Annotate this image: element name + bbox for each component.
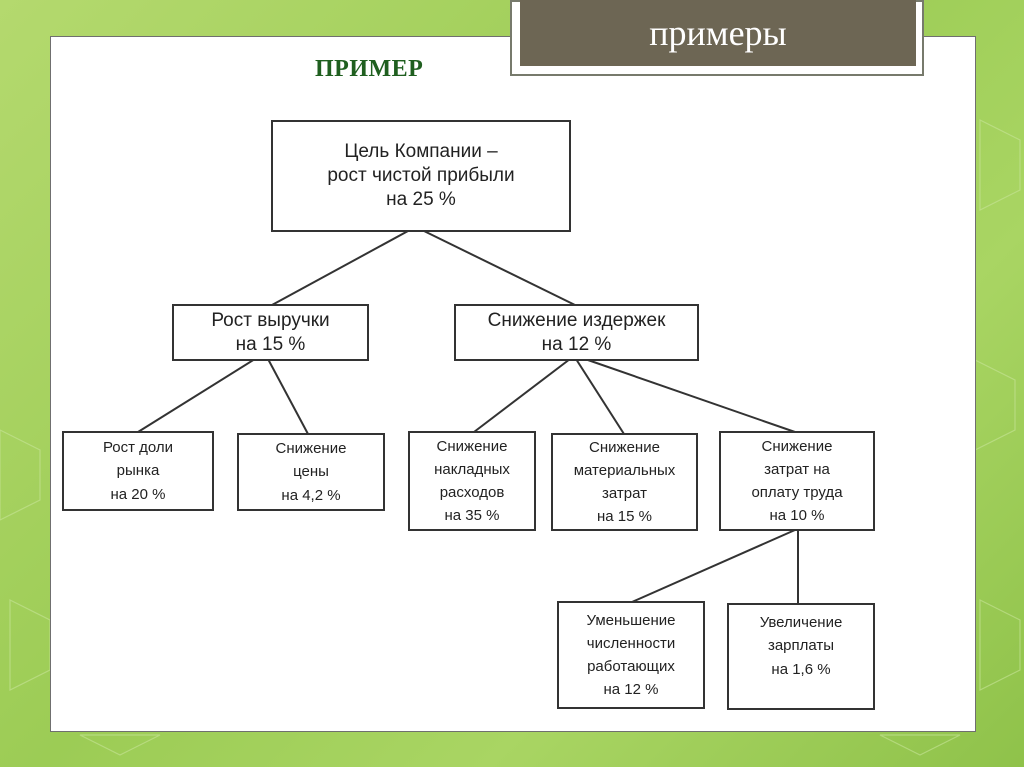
root-goal-line-2: рост чистой прибыли <box>327 165 515 187</box>
headcount-cut-line-4: на 12 % <box>603 681 659 699</box>
material-cost-node: Снижение материальных затрат на 15 % <box>551 433 698 531</box>
connector-costs-material <box>575 358 625 435</box>
root-goal-node: Цель Компании – рост чистой прибыли на 2… <box>271 120 571 232</box>
root-goal-line-3: на 25 % <box>386 188 456 210</box>
material-cost-line-4: на 15 % <box>597 508 652 526</box>
price-cut-line-3: на 4,2 % <box>281 486 341 504</box>
price-cut-node: Снижение цены на 4,2 % <box>237 433 385 511</box>
labor-cost-line-4: на 10 % <box>769 507 825 525</box>
labor-cost-line-2: затрат на <box>764 460 830 478</box>
labor-cost-line-1: Снижение <box>761 437 833 455</box>
headcount-cut-line-1: Уменьшение <box>586 611 676 629</box>
market-share-node: Рост доли рынка на 20 % <box>62 431 214 511</box>
cost-reduction-line-1: Снижение издержек <box>487 309 666 331</box>
salary-increase-line-3: на 1,6 % <box>771 660 831 678</box>
labor-cost-line-3: оплату труда <box>751 484 843 501</box>
connector-labor-headcount <box>631 529 796 603</box>
root-goal-line-1: Цель Компании – <box>344 141 498 163</box>
overhead-cut-line-4: на 35 % <box>444 507 500 525</box>
market-share-line-2: рынка <box>116 462 160 480</box>
connector-root-revenue <box>271 230 409 306</box>
market-share-line-1: Рост доли <box>102 439 174 457</box>
salary-increase-line-2: зарплаты <box>767 637 835 655</box>
headcount-cut-line-3: работающих <box>587 658 675 675</box>
price-cut-line-1: Снижение <box>275 440 347 458</box>
connector-costs-labor <box>584 358 796 433</box>
headcount-cut-line-2: численности <box>586 634 676 652</box>
example-heading: ПРИМЕР <box>315 56 424 82</box>
overhead-cut-node: Снижение накладных расходов на 35 % <box>408 431 536 531</box>
overhead-cut-line-1: Снижение <box>436 437 508 455</box>
labor-cost-node: Снижение затрат на оплату труда на 10 % <box>719 431 875 531</box>
connector-costs-overhead <box>473 358 571 433</box>
headcount-cut-node: Уменьшение численности работающих на 12 … <box>557 601 705 709</box>
material-cost-line-2: материальных <box>573 461 676 479</box>
material-cost-line-3: затрат <box>602 485 647 502</box>
slide-title: примеры <box>520 0 916 66</box>
material-cost-line-1: Снижение <box>589 438 660 456</box>
price-cut-line-2: цены <box>293 463 329 481</box>
connector-revenue-market <box>137 358 256 433</box>
connector-root-costs <box>423 230 576 306</box>
overhead-cut-line-2: накладных <box>434 460 510 478</box>
cost-reduction-line-2: на 12 % <box>541 333 612 355</box>
revenue-growth-line-1: Рост выручки <box>211 309 330 331</box>
market-share-line-3: на 20 % <box>110 485 166 503</box>
cost-reduction-node: Снижение издержек на 12 % <box>454 304 699 361</box>
overhead-cut-line-3: расходов <box>439 484 505 501</box>
revenue-growth-line-2: на 15 % <box>235 333 306 355</box>
revenue-growth-node: Рост выручки на 15 % <box>172 304 369 361</box>
connector-revenue-price <box>267 358 309 435</box>
salary-increase-line-1: Увеличение <box>759 614 843 631</box>
salary-increase-node: Увеличение зарплаты на 1,6 % <box>727 603 875 710</box>
